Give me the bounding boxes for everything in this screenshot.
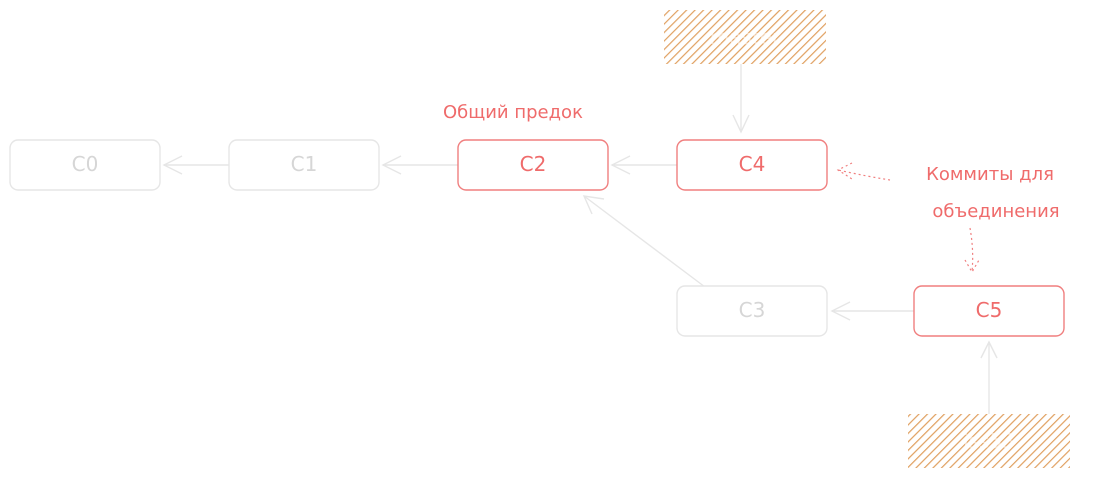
annotation-arrow-to-c4 — [836, 162, 891, 181]
arrow-c5-to-c3 — [830, 301, 914, 321]
commit-c0-label: C0 — [72, 152, 99, 176]
commit-c4: C4 — [676, 139, 828, 191]
commit-c5-label: C5 — [976, 298, 1003, 322]
branch-master: master — [664, 10, 826, 64]
arrow-iss53-to-c5 — [980, 340, 998, 414]
arrow-master-to-c4 — [732, 64, 750, 134]
annotation-common-ancestor: Общий предок — [443, 102, 583, 123]
arrow-c4-to-c2 — [610, 155, 677, 175]
branch-iss53: iss53 — [908, 414, 1070, 468]
branch-iss53-label: iss53 — [963, 429, 1015, 453]
commit-c1: C1 — [228, 139, 380, 191]
commit-c4-label: C4 — [739, 152, 766, 176]
commit-c0: C0 — [9, 139, 161, 191]
commit-c5: C5 — [913, 285, 1065, 337]
annotation-merge-commits-line2: объединения — [932, 201, 1059, 222]
commit-c2-label: C2 — [520, 152, 547, 176]
annotation-arrow-to-c5 — [964, 227, 980, 274]
branch-master-label: master — [710, 25, 781, 49]
commit-c3-label: C3 — [739, 298, 766, 322]
commit-c3: C3 — [676, 285, 828, 337]
commit-c2: C2 — [457, 139, 609, 191]
annotation-merge-commits-line1: Коммиты для — [926, 164, 1054, 185]
arrow-c1-to-c0 — [162, 155, 229, 175]
commit-c1-label: C1 — [291, 152, 318, 176]
arrow-c3-to-c2 — [582, 195, 706, 288]
arrow-c2-to-c1 — [381, 155, 458, 175]
